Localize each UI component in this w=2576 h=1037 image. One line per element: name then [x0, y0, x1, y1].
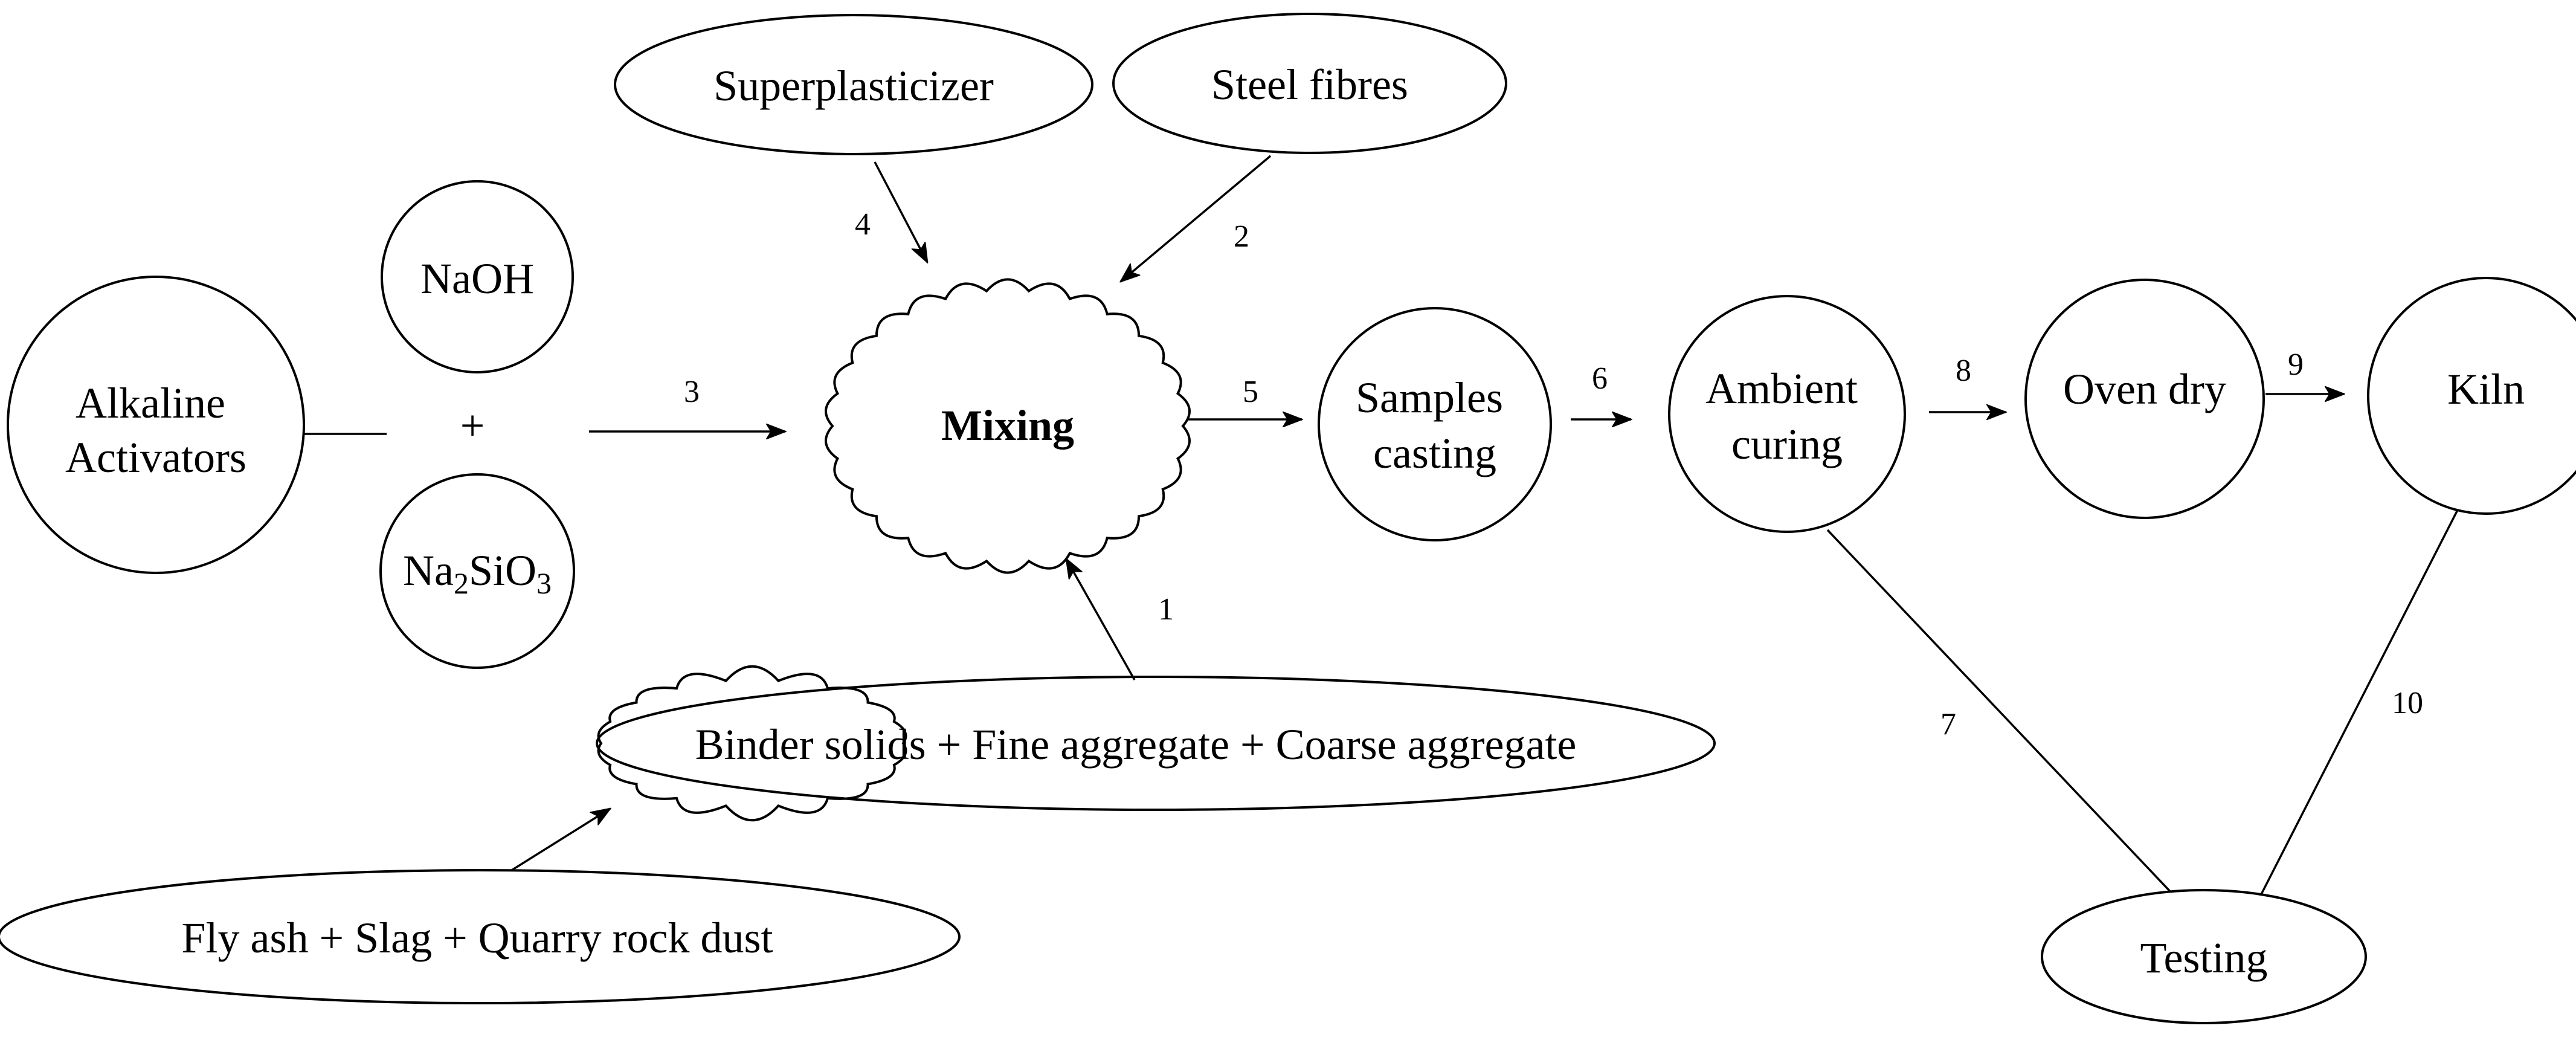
steel-fibres-node [1112, 13, 1507, 154]
step-label-5: 5 [1243, 375, 1258, 409]
alkaline-activators-label: Alkaline Activators [65, 379, 246, 482]
ambient-curing-node [1668, 295, 1906, 533]
fly-ash-node [0, 869, 961, 1004]
mixing-cloud: Mixing [825, 278, 1191, 574]
binder-mix-label: Binder solids + Fine aggregate + Coarse … [695, 720, 1577, 769]
binder-mix-node [596, 676, 1716, 811]
arrow-4-superplasticizer-to-mixing [874, 161, 927, 262]
fly-ash-label: Fly ash + Slag + Quarry rock dust [181, 914, 773, 962]
testing-label: Testing [2140, 934, 2268, 982]
step-label-9: 9 [2288, 347, 2304, 382]
binder-solids-cloud [597, 665, 907, 822]
step-label-8: 8 [1956, 354, 1971, 388]
arrow-1-binder-to-mixing [1066, 559, 1136, 680]
superplasticizer-label: Superplasticizer [713, 62, 994, 110]
testing-node [2041, 889, 2367, 1024]
step-label-2: 2 [1234, 219, 1249, 254]
oven-dry-label: Oven dry [2063, 365, 2226, 413]
kiln-label: Kiln [2447, 365, 2525, 413]
alkaline-activators-node [7, 276, 305, 574]
kiln-node [2367, 277, 2576, 515]
naoh-label: NaOH [420, 254, 534, 303]
steel-fibres-label: Steel fibres [1211, 60, 1408, 109]
step-label-1: 1 [1158, 592, 1174, 627]
step-label-6: 6 [1592, 361, 1608, 396]
naoh-node [381, 180, 574, 373]
na2sio3-node [379, 473, 575, 669]
samples-casting-node [1318, 307, 1552, 541]
arrow-7-ambient-to-testing [1826, 529, 2193, 916]
mixing-label: Mixing [941, 401, 1074, 450]
oven-dry-node [2024, 279, 2265, 519]
step-label-10: 10 [2392, 686, 2423, 720]
superplasticizer-node [614, 14, 1093, 155]
step-label-3: 3 [684, 375, 700, 409]
arrow-10-kiln-to-testing [2249, 507, 2460, 916]
step-label-4: 4 [855, 207, 871, 242]
na2sio3-label: Na2SiO3 [403, 546, 552, 600]
arrow-2-steel-fibres-to-mixing [1121, 155, 1272, 282]
ambient-curing-label: Ambient curing [1705, 364, 1869, 468]
plus-sign: + [460, 401, 485, 450]
step-label-7: 7 [1940, 707, 1956, 741]
samples-casting-label: Samples casting [1356, 373, 1514, 477]
